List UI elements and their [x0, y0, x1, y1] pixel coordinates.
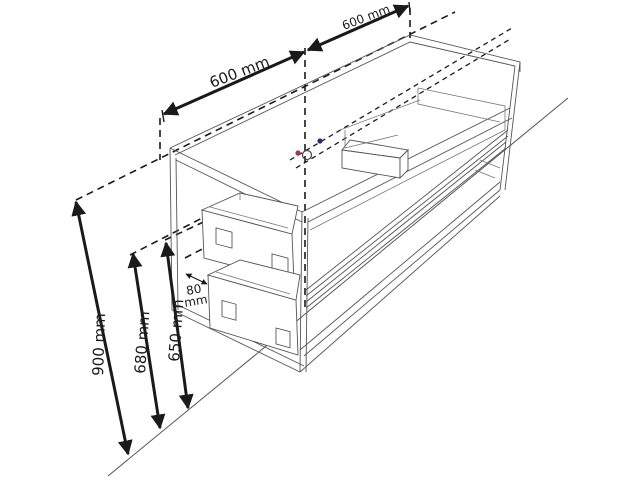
- wall-reference-lines: [75, 8, 513, 310]
- mounting-screws: [295, 138, 323, 161]
- screw-blue-icon: [317, 138, 323, 144]
- screw-red-icon: [295, 150, 301, 156]
- height-900-label: 900 mm: [89, 313, 109, 376]
- floor-line: [107, 97, 569, 477]
- hinge-label-left-lower: [221, 299, 237, 321]
- height-dimension-650: 650 mm: [160, 241, 194, 410]
- internal-tray: [341, 130, 409, 180]
- height-680-label: 680 mm: [131, 311, 153, 375]
- height-dimension-680: 680 mm: [127, 252, 166, 430]
- width-dimension-right: 600 mm: [306, 2, 411, 52]
- height-dimension-900: 900 mm: [71, 200, 133, 456]
- width-dimension-left: 600 mm: [161, 50, 306, 123]
- upper-drawer: [200, 192, 299, 283]
- hinge-label-left: [215, 227, 233, 249]
- lower-drawer: [206, 259, 301, 356]
- gap-unit-label: mm: [183, 292, 208, 310]
- width-right-label: 600 mm: [340, 2, 392, 33]
- width-left-label: 600 mm: [207, 52, 272, 91]
- bracket-icon: [301, 149, 313, 161]
- gap-value-label: 80: [185, 282, 202, 298]
- hinge-label-right-lower: [275, 327, 291, 349]
- height-650-label: 650 mm: [165, 299, 187, 363]
- gap-dimension-80: 80 mm: [183, 273, 209, 310]
